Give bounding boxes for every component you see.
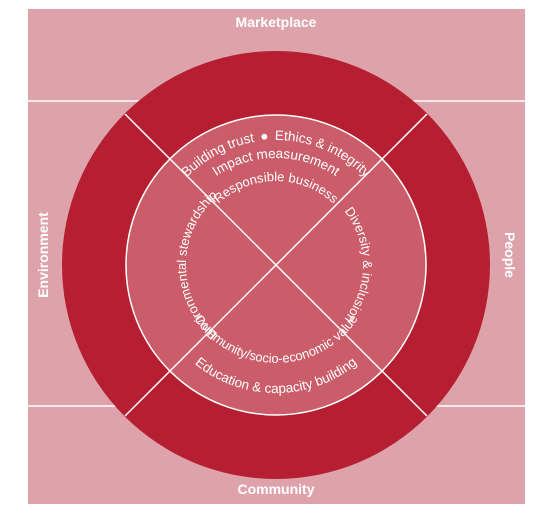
label-community: Community — [238, 481, 315, 497]
ring-divider-lines — [124, 113, 428, 417]
inner-quadrant-lines — [169, 158, 383, 372]
ring-divider-nw — [124, 113, 171, 160]
label-marketplace: Marketplace — [236, 14, 317, 30]
quadrant-line-2 — [169, 158, 383, 372]
bullet-dot: ● — [260, 128, 269, 144]
label-people: People — [502, 232, 518, 278]
ring-divider-sw — [124, 370, 171, 417]
ring-divider-ne — [381, 113, 428, 160]
ring-divider-se — [381, 370, 428, 417]
label-environment: Environment — [35, 212, 51, 298]
